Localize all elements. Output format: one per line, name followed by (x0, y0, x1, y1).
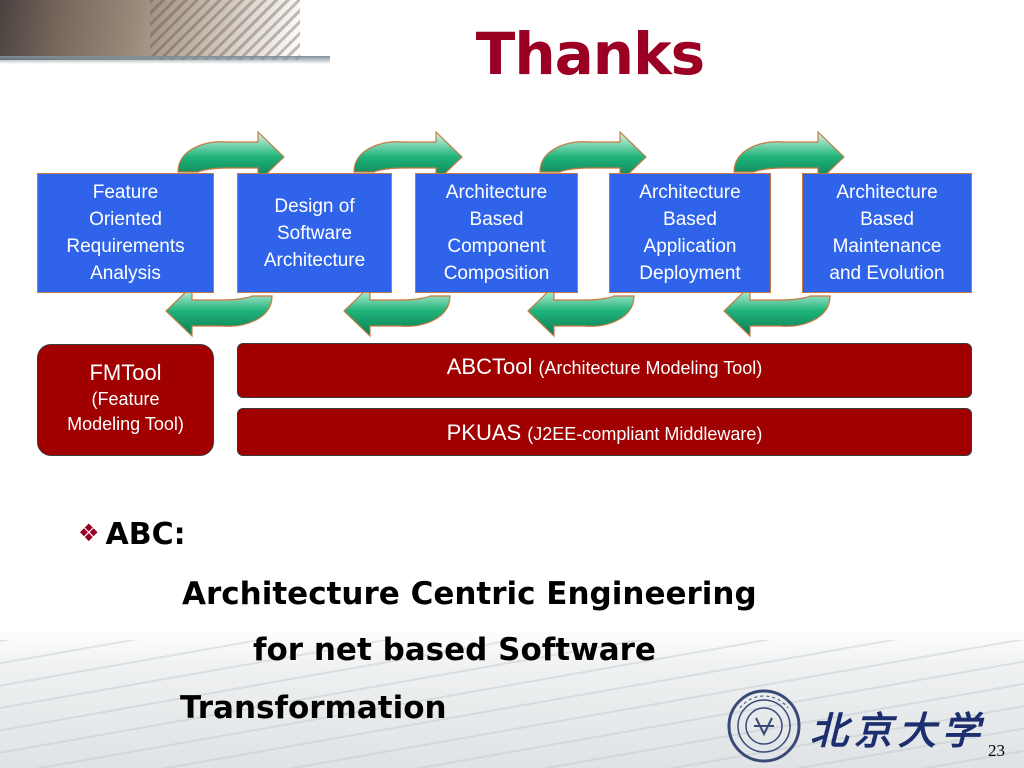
step-line: Application (643, 236, 737, 257)
fmtool-name: FMTool (89, 360, 162, 385)
step-line: Architecture (445, 182, 548, 203)
step-requirements-analysis: Feature Oriented Requirements Analysis (37, 173, 214, 293)
peking-university-seal-icon (727, 689, 801, 763)
step-line: Architecture (639, 182, 741, 203)
feedback-arrow-3 (527, 284, 635, 338)
step-line: Requirements (66, 236, 185, 257)
header-photo-roof (150, 0, 300, 60)
step-line: Analysis (90, 263, 161, 284)
abctool-name: ABCTool (446, 354, 539, 379)
feedback-arrow-1 (165, 284, 273, 338)
pkuas-desc: (J2EE-compliant Middleware) (527, 424, 763, 444)
step-line: Feature (92, 182, 159, 203)
pkuas-name: PKUAS (446, 420, 528, 445)
bullet-heading: ❖ABC: (78, 517, 186, 552)
step-component-composition: Architecture Based Component Composition (415, 173, 578, 293)
diamond-bullet-icon: ❖ (78, 519, 100, 547)
bullet-heading-text: ABC: (105, 517, 186, 552)
step-architecture-design: Design of Software Architecture (237, 173, 392, 293)
bullet-line-3: Transformation (180, 690, 447, 726)
feedback-arrow-2 (343, 284, 451, 338)
header-photo-fade (0, 56, 330, 64)
step-application-deployment: Architecture Based Application Deploymen… (609, 173, 771, 293)
step-line: Architecture (836, 182, 938, 203)
fmtool-desc-line2: Modeling Tool) (67, 414, 184, 434)
step-line: Oriented (89, 209, 162, 230)
fmtool-box: FMTool (Feature Modeling Tool) (37, 344, 214, 456)
step-line: Based (663, 209, 717, 230)
bullet-line-2: for net based Software (253, 632, 656, 668)
step-line: and Evolution (829, 263, 945, 284)
bullet-line-1: Architecture Centric Engineering (182, 576, 757, 612)
university-name-logo: 北京大学 (810, 708, 987, 753)
page-number: 23 (988, 741, 1005, 760)
step-line: Software (277, 222, 352, 244)
pkuas-box: PKUAS (J2EE-compliant Middleware) (237, 408, 972, 456)
fmtool-desc-line1: (Feature (91, 389, 160, 409)
slide-title: Thanks (475, 20, 705, 88)
step-line: Based (469, 209, 524, 230)
step-maintenance-evolution: Architecture Based Maintenance and Evolu… (802, 173, 972, 293)
step-line: Based (860, 209, 914, 230)
footer-background (0, 628, 1024, 768)
step-line: Component (447, 236, 546, 257)
step-line: Design of (274, 195, 355, 217)
feedback-arrow-4 (723, 284, 831, 338)
step-line: Deployment (639, 263, 741, 284)
header-photo-left (0, 0, 300, 60)
step-line: Maintenance (832, 236, 942, 257)
step-line: Composition (443, 263, 550, 284)
abctool-desc: (Architecture Modeling Tool) (538, 358, 763, 378)
step-line: Architecture (263, 249, 366, 271)
footer-texture (0, 640, 1024, 768)
abctool-box: ABCTool (Architecture Modeling Tool) (237, 343, 972, 398)
